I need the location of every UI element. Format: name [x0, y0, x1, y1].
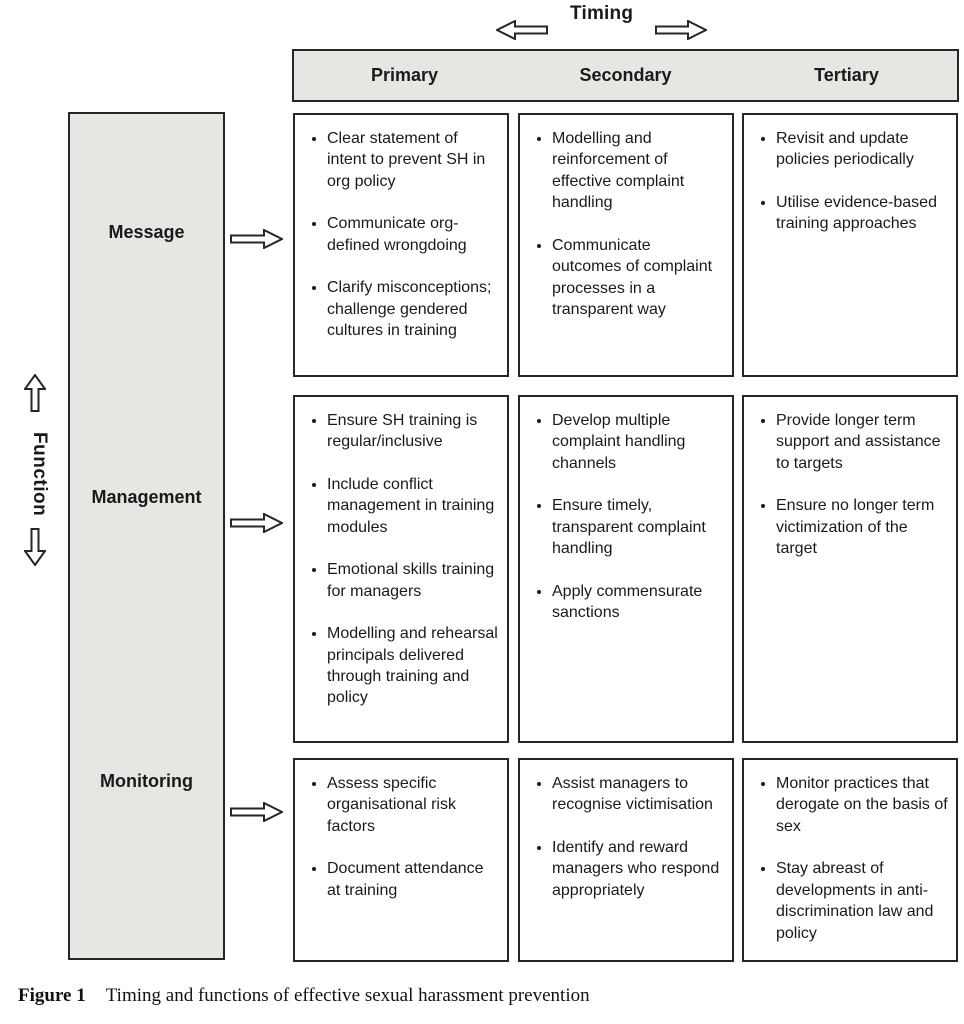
bullet-item: Clarify misconceptions; challenge gender… — [327, 277, 499, 341]
bullet-item: Include conflict management in training … — [327, 474, 499, 538]
bullet-item: Provide longer term support and assistan… — [776, 410, 948, 474]
bullet-list: Provide longer term support and assistan… — [750, 410, 948, 560]
function-down-arrow-icon — [24, 528, 46, 566]
figure-caption: Figure 1 Timing and functions of effectiv… — [18, 985, 590, 1007]
bullet-item: Develop multiple complaint handling chan… — [552, 410, 724, 474]
bullet-item: Utilise evidence-based training approach… — [776, 192, 948, 235]
bullet-item: Revisit and update policies periodically — [776, 128, 948, 171]
row-label-monitoring: Monitoring — [100, 771, 193, 791]
bullet-list: Clear statement of intent to prevent SH … — [301, 128, 499, 342]
cell-message-secondary: Modelling and reinforcement of effective… — [518, 113, 734, 377]
bullet-list: Modelling and reinforcement of effective… — [526, 128, 724, 321]
bullet-list: Revisit and update policies periodically… — [750, 128, 948, 235]
bullet-item: Ensure timely, transparent complaint han… — [552, 495, 724, 559]
timing-left-arrow-icon — [496, 20, 548, 40]
bullet-list: Develop multiple complaint handling chan… — [526, 410, 724, 624]
bullet-item: Identify and reward managers who respond… — [552, 837, 724, 901]
bullet-item: Ensure SH training is regular/inclusive — [327, 410, 499, 453]
timing-axis-label: Timing — [570, 3, 634, 24]
function-axis-label: Function — [29, 431, 50, 517]
bullet-item: Ensure no longer term victimization of t… — [776, 495, 948, 559]
cell-management-secondary: Develop multiple complaint handling chan… — [518, 395, 734, 743]
management-row-arrow-icon — [230, 513, 283, 533]
bullet-item: Apply commensurate sanctions — [552, 581, 724, 624]
cell-message-tertiary: Revisit and update policies periodically… — [742, 113, 958, 377]
bullet-item: Modelling and reinforcement of effective… — [552, 128, 724, 214]
bullet-item: Assess specific organisational risk fact… — [327, 773, 499, 837]
column-header-tertiary: Tertiary — [814, 65, 879, 85]
cell-monitoring-tertiary: Monitor practices that derogate on the b… — [742, 758, 958, 962]
bullet-item: Document attendance at training — [327, 858, 499, 901]
cell-monitoring-primary: Assess specific organisational risk fact… — [293, 758, 509, 962]
column-header-secondary: Secondary — [579, 65, 672, 85]
bullet-item: Modelling and rehearsal principals deliv… — [327, 623, 499, 709]
timing-axis: Timing — [496, 3, 708, 40]
bullet-item: Clear statement of intent to prevent SH … — [327, 128, 499, 192]
bullet-item: Communicate outcomes of complaint proces… — [552, 235, 724, 321]
bullet-list: Ensure SH training is regular/inclusive … — [301, 410, 499, 709]
bullet-list: Assist managers to recognise victimisati… — [526, 773, 724, 901]
column-header-primary: Primary — [370, 65, 439, 85]
bullet-item: Communicate org-defined wrongdoing — [327, 213, 499, 256]
figure-caption-label: Figure 1 — [18, 985, 86, 1006]
bullet-item: Emotional skills training for managers — [327, 559, 499, 602]
row-label-management: Management — [91, 487, 202, 507]
bullet-item: Stay abreast of developments in anti-dis… — [776, 858, 948, 944]
bullet-item: Monitor practices that derogate on the b… — [776, 773, 948, 837]
row-label-message: Message — [108, 222, 185, 242]
function-up-arrow-icon — [24, 374, 46, 412]
cell-management-tertiary: Provide longer term support and assistan… — [742, 395, 958, 743]
bullet-list: Monitor practices that derogate on the b… — [750, 773, 948, 944]
cell-message-primary: Clear statement of intent to prevent SH … — [293, 113, 509, 377]
timing-header-bar: Primary Secondary Tertiary — [292, 49, 959, 102]
bullet-list: Assess specific organisational risk fact… — [301, 773, 499, 901]
message-row-arrow-icon — [230, 229, 283, 249]
timing-right-arrow-icon — [655, 20, 708, 40]
cell-monitoring-secondary: Assist managers to recognise victimisati… — [518, 758, 734, 962]
monitoring-row-arrow-icon — [230, 802, 283, 822]
figure-caption-text: Timing and functions of effective sexual… — [105, 985, 590, 1006]
function-column-panel: Message Management Monitoring — [68, 112, 225, 960]
cell-management-primary: Ensure SH training is regular/inclusive … — [293, 395, 509, 743]
bullet-item: Assist managers to recognise victimisati… — [552, 773, 724, 816]
